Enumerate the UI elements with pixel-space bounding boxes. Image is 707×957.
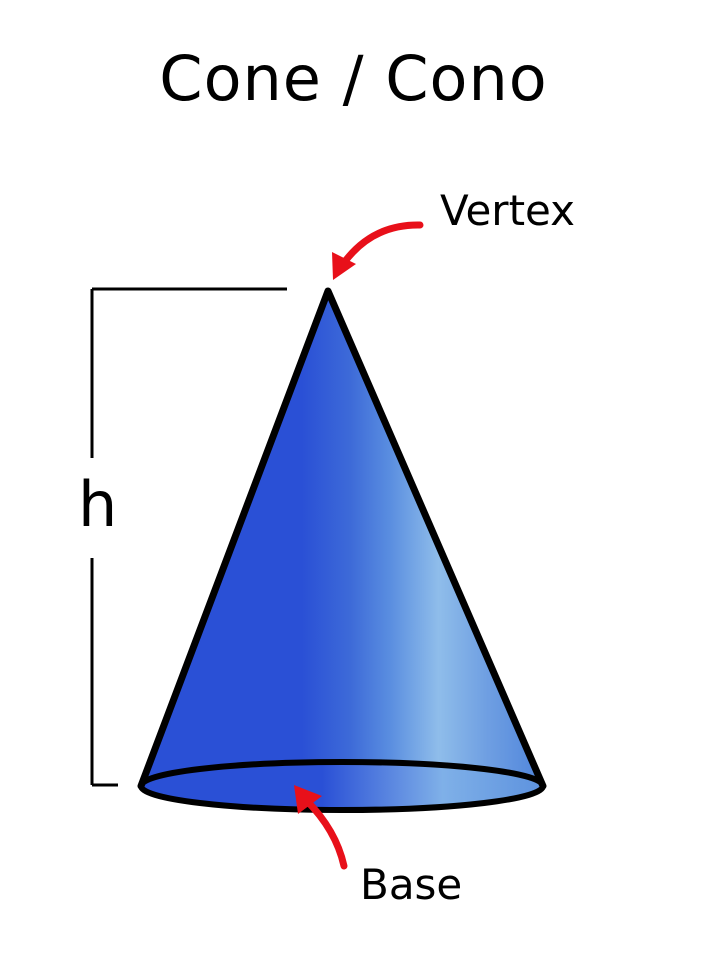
diagram-title: Cone / Cono xyxy=(159,42,548,115)
cone-outline xyxy=(137,287,547,790)
height-label: h xyxy=(78,468,118,541)
vertex-arrow xyxy=(332,221,424,280)
height-bracket xyxy=(90,287,287,787)
base-arrow xyxy=(294,785,348,870)
cone-base xyxy=(138,759,546,813)
vertex-label: Vertex xyxy=(440,186,576,235)
base-label: Base xyxy=(360,860,463,909)
cone-body xyxy=(141,291,543,797)
